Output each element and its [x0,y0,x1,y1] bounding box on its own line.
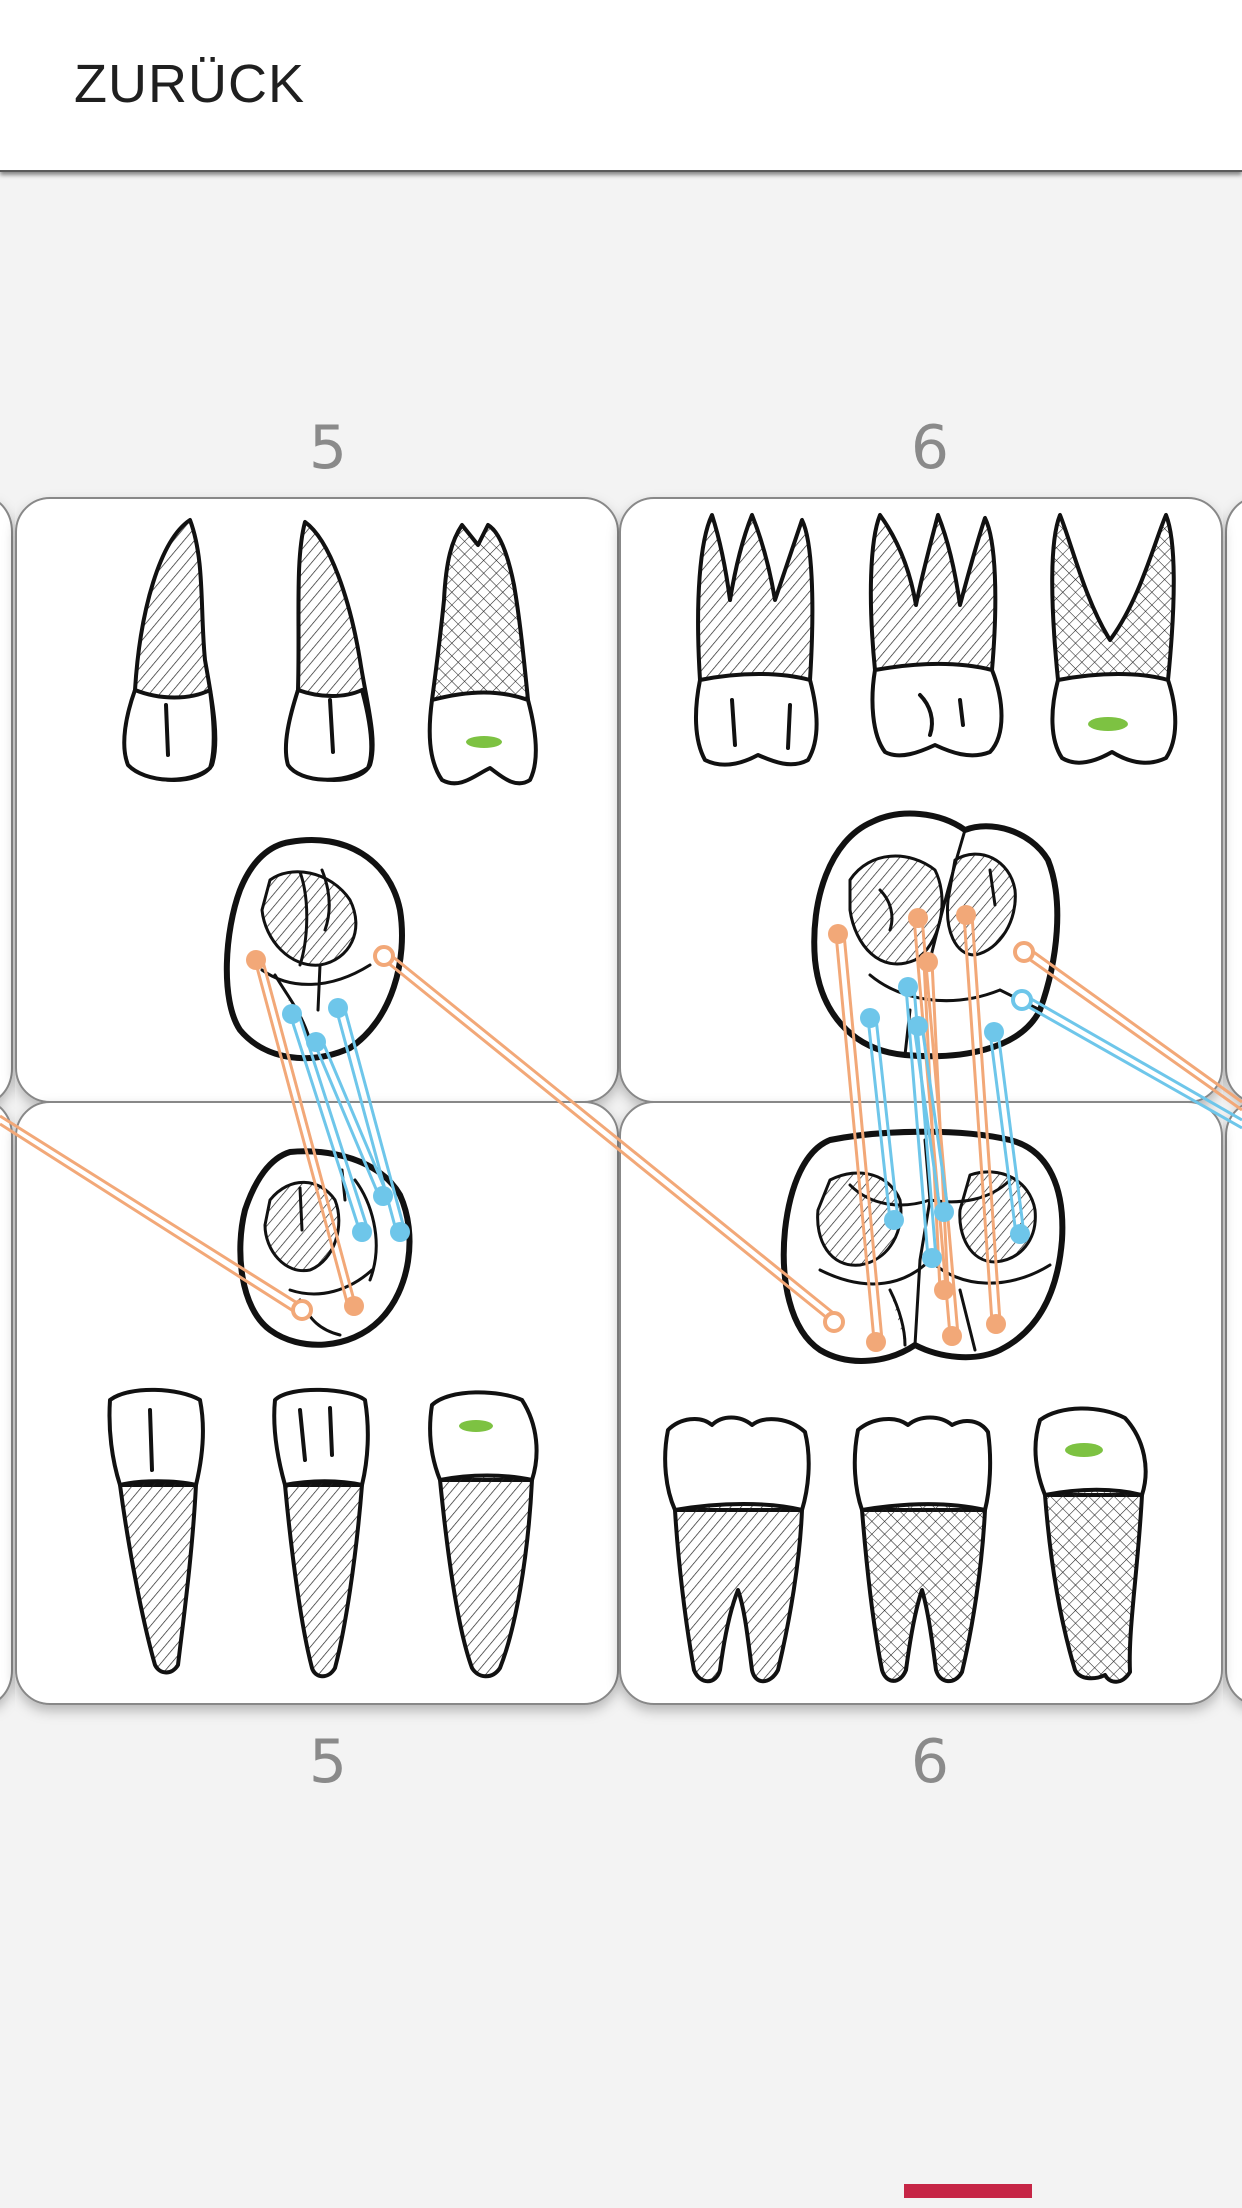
lower-molar-icon [663,1128,1148,1684]
lower-tooth-number-6: 6 [911,1727,949,1797]
upper-tooth-number-5: 5 [309,413,347,483]
upper-molar-icon [694,513,1178,1060]
lower-premolar-icon [107,1148,539,1679]
back-button[interactable]: ZURÜCK [74,48,305,120]
contact-points [246,905,1035,1352]
page-indicator [904,2184,1032,2198]
upper-premolar-icon [122,518,538,1061]
lower-tooth-number-5: 5 [309,1727,347,1797]
adjacent-card-left-edge[interactable] [0,498,13,1704]
adjacent-card-right-edge[interactable] [1225,498,1242,1704]
upper-tooth-number-6: 6 [911,413,949,483]
app-bar: ZURÜCK [0,0,1242,172]
